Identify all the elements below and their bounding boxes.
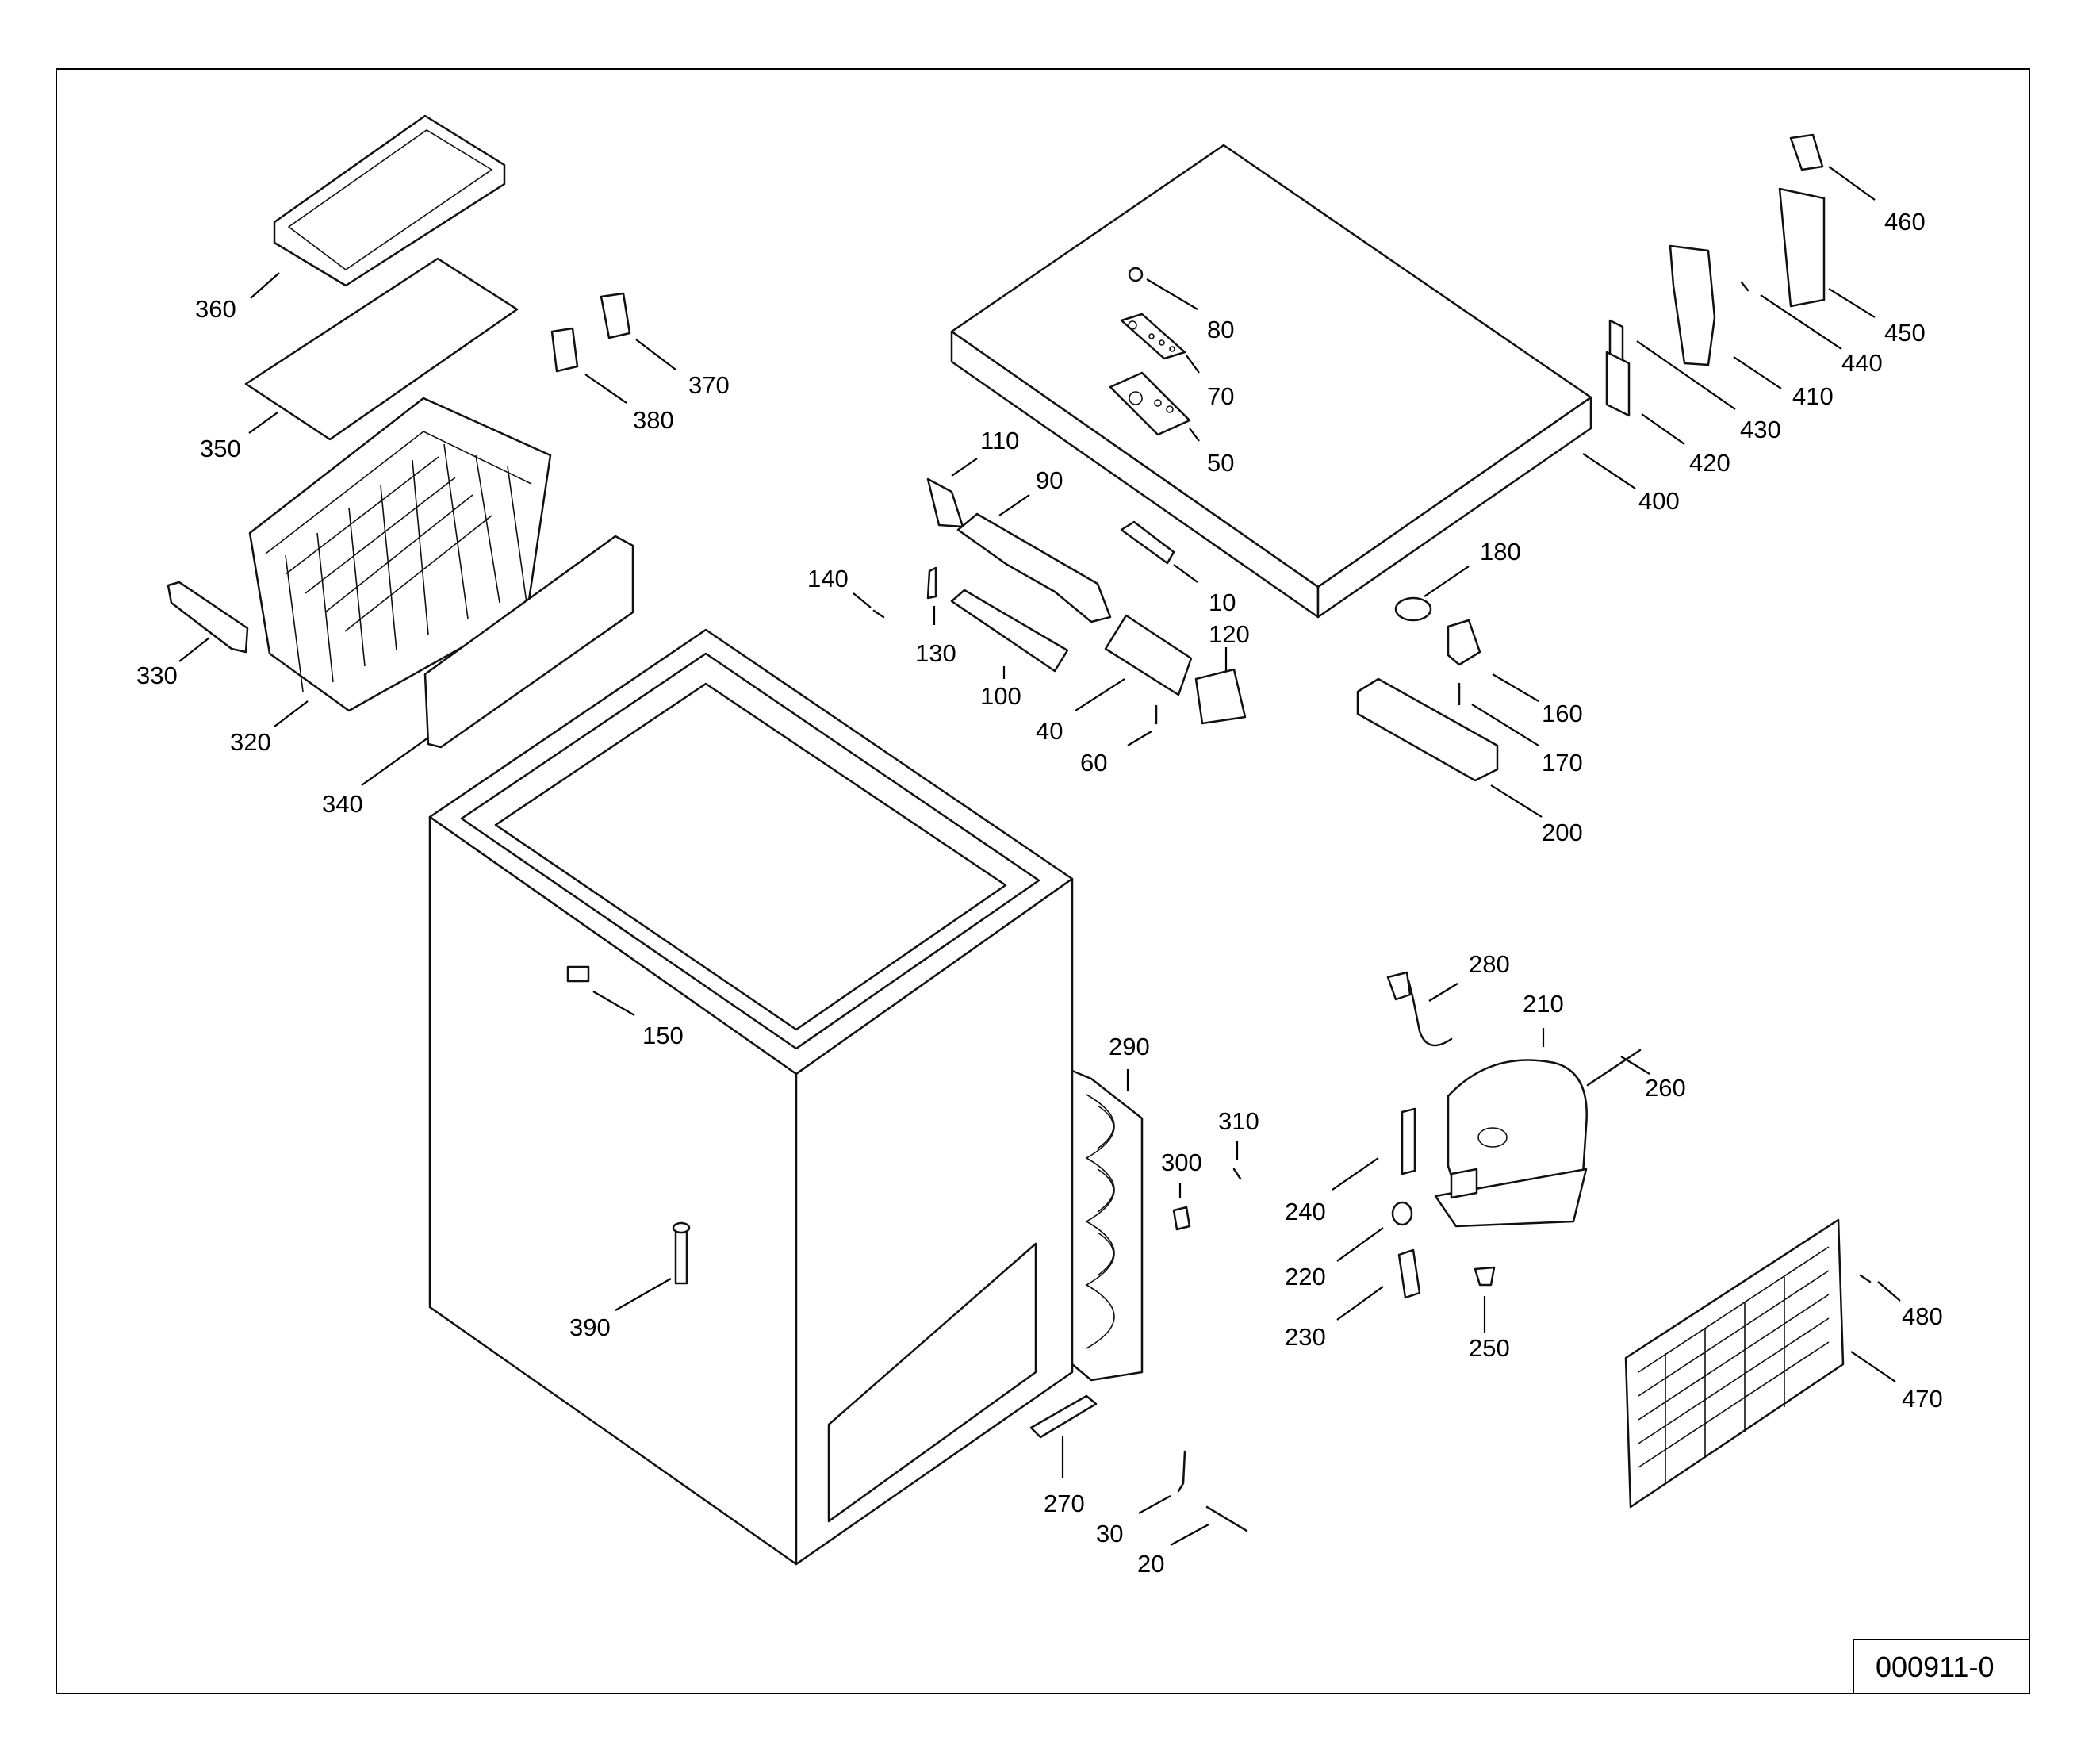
lid-knob [1128, 267, 1144, 282]
callout-150: 150 [642, 1022, 684, 1049]
knob-cover-120 [1194, 668, 1247, 725]
screw-310 [1232, 1168, 1242, 1180]
drain-plug [672, 1221, 691, 1285]
screw-140 [872, 609, 885, 619]
callout-30: 30 [1096, 1520, 1123, 1547]
control-panel-50 [1109, 371, 1191, 436]
power-cord [1391, 979, 1453, 1047]
callout-270: 270 [1044, 1490, 1085, 1517]
callout-110: 110 [980, 427, 1019, 454]
callout-70: 70 [1207, 382, 1234, 410]
callout-90: 90 [1036, 466, 1063, 494]
callout-370: 370 [688, 371, 730, 399]
hinge-bracket-90 [956, 512, 1112, 623]
callout-280: 280 [1469, 950, 1510, 978]
screw-440 [1740, 281, 1749, 292]
document-number-box [1853, 1639, 2030, 1694]
callout-240: 240 [1285, 1198, 1326, 1225]
callout-410: 410 [1792, 382, 1834, 410]
rear-grille [1624, 1218, 1845, 1509]
callout-140: 140 [807, 565, 849, 592]
foot-250 [1474, 1266, 1496, 1287]
hinge-cover-110 [926, 477, 964, 528]
drawing-frame [56, 68, 2030, 1694]
callout-160: 160 [1542, 700, 1583, 727]
grommet-220 [1391, 1201, 1413, 1226]
thermostat-10 [1120, 520, 1175, 565]
clip-230 [1397, 1248, 1421, 1299]
lamp-housing-200 [1356, 677, 1499, 782]
callout-320: 320 [230, 728, 271, 756]
callout-310: 310 [1218, 1107, 1259, 1135]
lid [950, 144, 1592, 619]
callout-360: 360 [195, 295, 236, 323]
callout-50: 50 [1207, 449, 1234, 477]
lamp-bulb [1394, 596, 1432, 622]
callout-420: 420 [1689, 449, 1730, 477]
callout-380: 380 [633, 406, 674, 434]
callout-340: 340 [322, 790, 363, 818]
condenser [1071, 1069, 1144, 1382]
callout-300: 300 [1161, 1149, 1202, 1176]
callout-470: 470 [1902, 1385, 1943, 1413]
hinge-cover-450 [1778, 187, 1826, 308]
callout-230: 230 [1285, 1323, 1326, 1351]
hinge-plate-100 [950, 589, 1069, 673]
clip-300 [1172, 1206, 1191, 1231]
callout-430: 430 [1740, 416, 1781, 443]
callout-440: 440 [1841, 349, 1883, 377]
pipe-260 [1586, 1049, 1642, 1087]
seal-370 [600, 292, 631, 339]
tray-frame [244, 257, 519, 441]
control-panel-70 [1120, 313, 1186, 360]
sensor-20 [1205, 1505, 1248, 1532]
callout-20: 20 [1137, 1550, 1164, 1578]
callout-210: 210 [1523, 990, 1564, 1018]
callout-180: 180 [1480, 538, 1521, 566]
callout-120: 120 [1209, 620, 1250, 648]
callouts: 360 350 370 380 330 320 340 150 390 80 7… [136, 166, 1943, 1578]
start-relay [1401, 1107, 1416, 1175]
screw-480 [1859, 1274, 1872, 1283]
bracket-130 [926, 566, 937, 600]
callout-130: 130 [915, 639, 956, 667]
callout-100: 100 [980, 682, 1021, 710]
lamp-cover-160 [1447, 619, 1481, 666]
callout-450: 450 [1884, 319, 1926, 347]
callout-290: 290 [1109, 1033, 1150, 1060]
compressor [1434, 1059, 1588, 1228]
hinge-410 [1669, 244, 1716, 366]
callout-260: 260 [1645, 1074, 1686, 1102]
thermostat-housing-40 [1104, 614, 1193, 696]
callout-480: 480 [1902, 1302, 1943, 1330]
callout-400: 400 [1638, 487, 1680, 515]
basket-divider [423, 535, 634, 749]
callout-40: 40 [1036, 717, 1063, 745]
power-plug [1386, 971, 1412, 1001]
callout-220: 220 [1285, 1263, 1326, 1290]
callout-200: 200 [1542, 819, 1583, 846]
tray [273, 114, 506, 287]
callout-80: 80 [1207, 316, 1234, 343]
callout-170: 170 [1542, 749, 1583, 777]
callout-350: 350 [200, 435, 241, 462]
callout-330: 330 [136, 662, 178, 689]
callout-250: 250 [1469, 1334, 1510, 1362]
hinge-plate-420 [1605, 351, 1631, 417]
callout-460: 460 [1884, 208, 1926, 236]
sensor-30 [1177, 1450, 1186, 1493]
drier [1029, 1394, 1098, 1439]
basket-handle [167, 581, 249, 654]
document-number: 000911-0 [1876, 1651, 1994, 1683]
callout-390: 390 [569, 1313, 611, 1341]
callout-10: 10 [1209, 589, 1236, 616]
hinge-cap-460 [1789, 133, 1824, 171]
seal-380 [550, 327, 579, 373]
cabinet [428, 628, 1074, 1566]
callout-60: 60 [1080, 749, 1107, 777]
